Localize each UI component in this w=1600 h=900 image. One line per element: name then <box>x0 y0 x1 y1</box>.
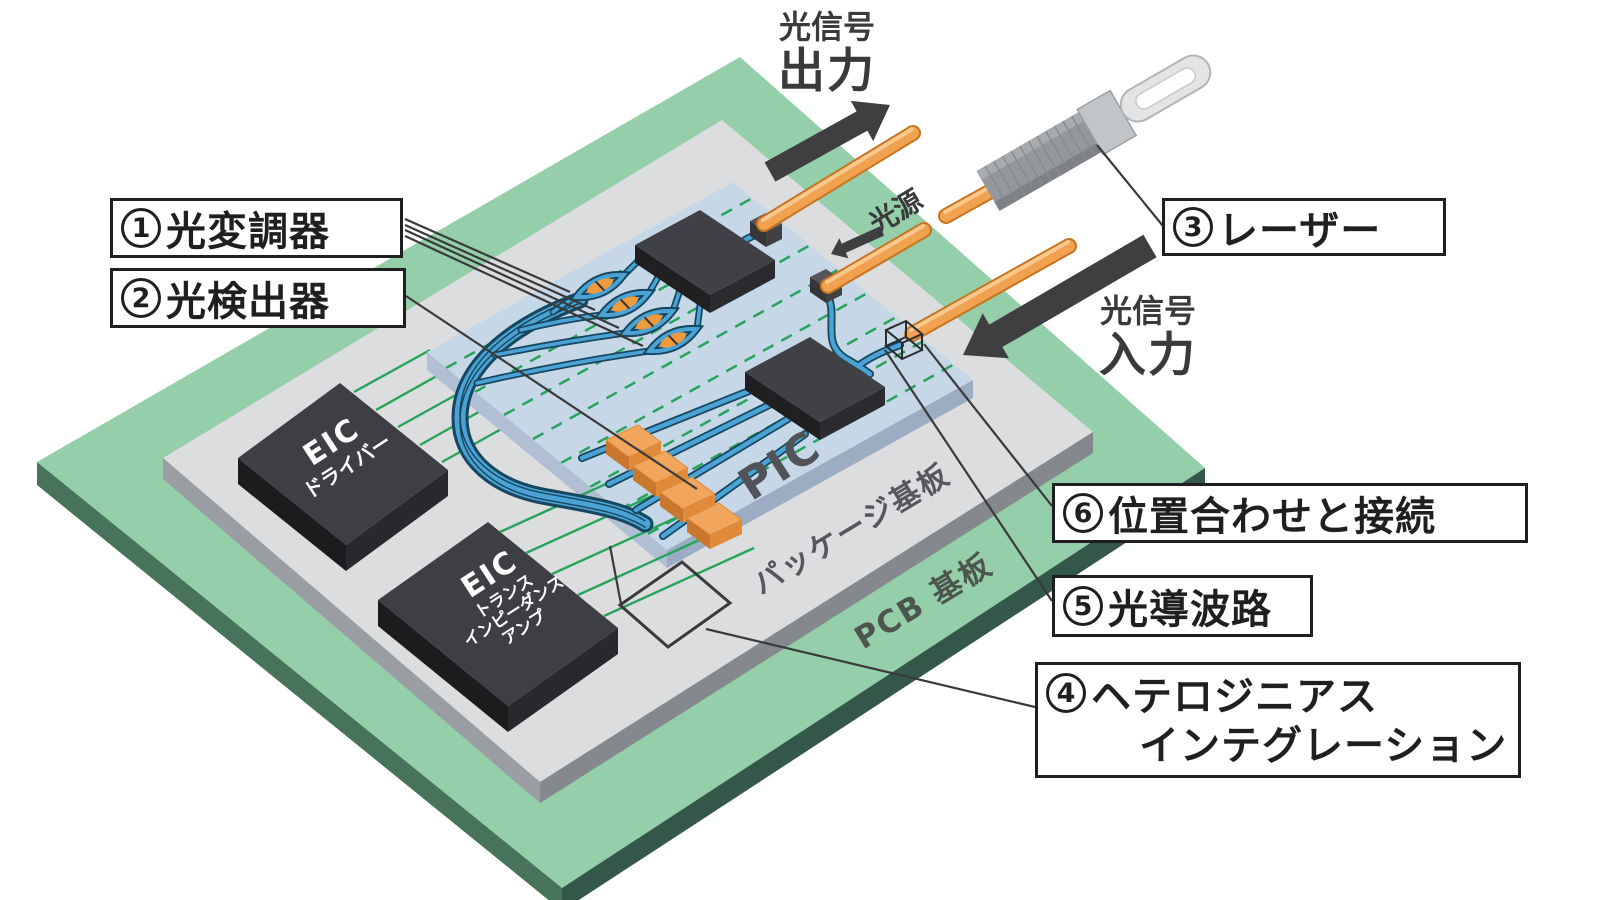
callout-5-text: 光導波路 <box>1108 587 1272 633</box>
callout-2-number: 2 <box>121 278 161 318</box>
callout-1-number: 1 <box>121 208 161 248</box>
callout-1-text: 光変調器 <box>166 209 330 255</box>
callout-4-heterogeneous-integration: 4 ヘテロジニアス インテグレーション <box>1035 662 1521 778</box>
input-arrow <box>963 234 1157 359</box>
modulator-1 <box>568 270 632 302</box>
signal-input-line1: 光信号 <box>1099 291 1196 330</box>
signal-input-label: 光信号 入力 <box>1099 291 1197 383</box>
callout-3-text: レーザー <box>1218 208 1382 254</box>
laser-module <box>976 54 1212 211</box>
signal-output-label: 光信号 出力 <box>778 7 876 99</box>
photodetector-blocks <box>605 424 743 549</box>
pcb-board-side-left <box>37 462 562 900</box>
modulator-2 <box>593 288 657 320</box>
callout-4-line2: インテグレーション <box>1139 722 1508 769</box>
callout-4-text: ヘテロジニアス インテグレーション <box>1091 673 1507 771</box>
light-source-arrow <box>831 226 885 259</box>
callout-2-text: 光検出器 <box>166 279 330 325</box>
output-fiber <box>756 125 921 232</box>
callout-6-number: 6 <box>1063 493 1103 533</box>
signal-output-line2: 出力 <box>778 43 876 99</box>
modulator-4 <box>641 324 705 356</box>
light-source-fiber <box>820 222 932 294</box>
callout-4-line1: ヘテロジニアス <box>1091 674 1378 720</box>
output-arrow <box>764 100 890 182</box>
integration-bracket <box>617 560 733 649</box>
callout-3-number: 3 <box>1173 207 1213 247</box>
callout-4-number: 4 <box>1046 673 1086 713</box>
callout-6-alignment: 6 位置合わせと接続 <box>1052 483 1528 543</box>
callout-1-optical-modulator: 1 光変調器 <box>110 198 403 258</box>
callout-5-number: 5 <box>1063 586 1103 626</box>
eic-driver-chip <box>238 383 448 571</box>
callout-6-text: 位置合わせと接続 <box>1108 494 1436 540</box>
pcb-board-side-right <box>562 468 1205 900</box>
photodetector-2 <box>632 450 689 497</box>
input-fiber <box>904 238 1077 342</box>
signal-input-line2: 入力 <box>1099 327 1197 383</box>
signal-output-line1: 光信号 <box>778 7 875 46</box>
pic-upper-chip <box>635 210 775 313</box>
pic-side-right <box>667 380 973 568</box>
callout-3-laser: 3 レーザー <box>1162 198 1446 256</box>
callout-lines <box>404 144 1164 709</box>
package-substrate-side-left <box>163 458 540 803</box>
eic-tia-chip <box>378 522 618 732</box>
pic-lower-chip <box>745 337 885 440</box>
photodetector-4 <box>686 502 743 549</box>
waveguide-loop <box>451 291 654 533</box>
alignment-cube <box>884 319 924 361</box>
optical-modulators <box>568 270 705 356</box>
package-substrate-side-right <box>540 432 1093 803</box>
callout-2-photodetector: 2 光検出器 <box>110 268 406 328</box>
modulator-3 <box>617 306 681 338</box>
callout-5-waveguide: 5 光導波路 <box>1052 575 1313 637</box>
